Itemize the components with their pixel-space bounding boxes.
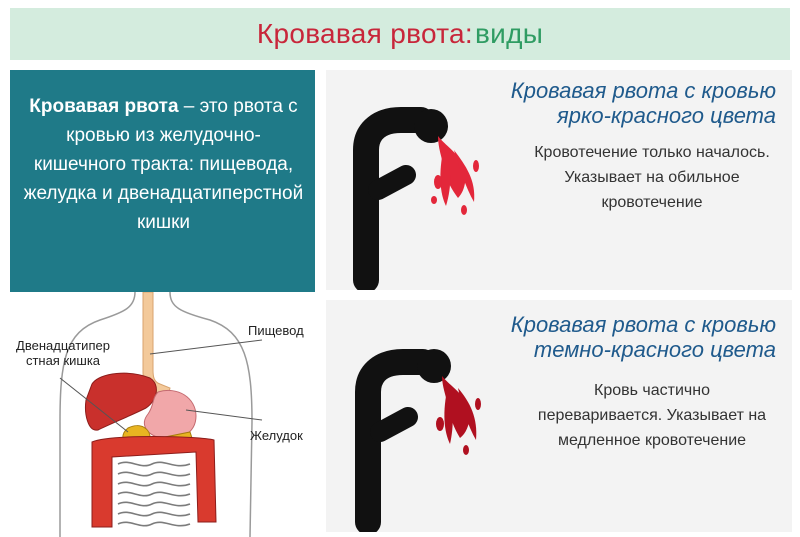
definition-text: – это рвота с кровью из желудочно-кишечн… (23, 96, 304, 233)
body-outline-left (59, 292, 136, 537)
stomach-label: Желудок (250, 428, 303, 443)
page-title: Кровавая рвота: виды (10, 8, 790, 60)
page-title-accent: виды (474, 18, 544, 49)
dark-red-description: Кровь частично переваривается. Указывает… (537, 382, 767, 449)
body-outline-right (169, 292, 253, 537)
duodenum-label: Двенадцатипер стная кишка (16, 338, 110, 368)
blood-splash-dark (436, 376, 481, 455)
liver-shape (85, 372, 157, 431)
duodenum-pointer-line (59, 377, 129, 433)
page-title-main: Кровавая рвота: (256, 18, 473, 49)
bright-red-title-line2: ярко-красного цвета (557, 103, 776, 128)
bright-red-blood-panel: Кровавая рвота с кровью ярко-красного цв… (326, 70, 792, 290)
esophagus-label: Пищевод (248, 323, 304, 338)
esophagus-pointer-line (149, 339, 263, 355)
blood-splash-bright (431, 136, 479, 215)
dark-red-title-line1: Кровавая рвота с кровью (510, 312, 776, 337)
digestive-tract-illustration (59, 292, 263, 537)
small-intestine-shape (117, 461, 191, 527)
dark-red-blood-panel: Кровавая рвота с кровью темно-красного ц… (326, 300, 792, 532)
bright-red-title-line1: Кровавая рвота с кровью (510, 78, 776, 103)
bright-red-title: Кровавая рвота с кровью ярко-красного цв… (511, 78, 776, 128)
person-vomiting-bright-blood-icon (353, 107, 479, 290)
person-vomiting-dark-blood-icon (355, 349, 481, 532)
definition-box: Кровавая рвота – это рвота с кровью из ж… (10, 70, 315, 292)
dark-red-title-line2: темно-красного цвета (533, 337, 776, 362)
large-intestine-shape (91, 436, 217, 528)
definition-term: Кровавая рвота (29, 96, 179, 117)
stomach-pointer-line (185, 409, 263, 421)
bright-red-description: Кровотечение только началось. Указывает … (534, 144, 770, 211)
dark-red-title: Кровавая рвота с кровью темно-красного ц… (511, 312, 776, 362)
